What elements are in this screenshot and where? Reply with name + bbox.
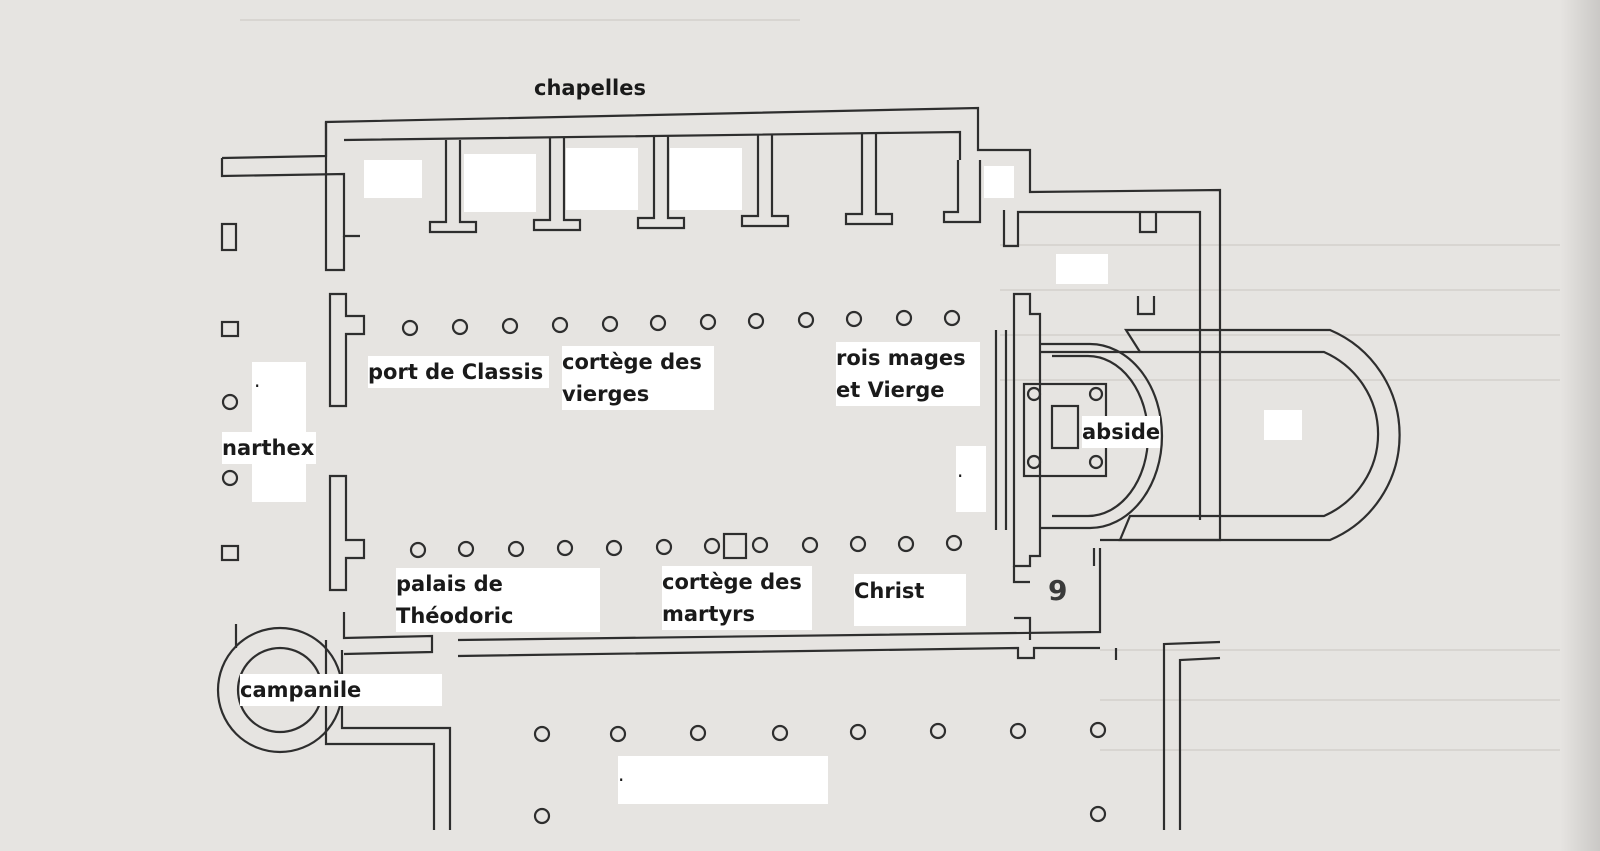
mask-patch — [1264, 410, 1302, 440]
label-campanile: campanile — [240, 674, 442, 706]
mask-patch — [984, 166, 1014, 198]
chapel-dividers — [428, 134, 982, 234]
label-christ: Christ — [854, 574, 966, 626]
label-port-de-classis: port de Classis — [368, 356, 550, 388]
label-cortege-des-martyrs: cortège des martyrs — [662, 566, 812, 630]
plate-number: 9 — [1048, 574, 1068, 607]
mark-dot: . — [957, 458, 964, 482]
outer-apse — [1118, 328, 1401, 542]
mask-patch — [566, 148, 638, 210]
mark-dot: . — [254, 368, 261, 392]
mask-patch — [364, 160, 422, 198]
mask-patch — [956, 446, 986, 512]
label-chapelles: chapelles — [534, 76, 646, 100]
chapel-wall — [343, 130, 962, 160]
label-rois-mages-et-vierge: rois mages et Vierge — [836, 342, 980, 406]
south-colonnade — [409, 532, 963, 560]
label-palais-de-theodoric: palais de Théodoric — [396, 568, 600, 632]
label-abside: abside — [1082, 416, 1161, 448]
page-edge-shadow — [1560, 0, 1600, 851]
label-cortege-des-vierges: cortège des vierges — [562, 346, 714, 410]
label-narthex: narthex — [222, 432, 316, 464]
mask-patch — [618, 756, 828, 804]
mask-patch — [464, 154, 536, 212]
mask-patch — [670, 148, 742, 210]
north-colonnade — [401, 309, 961, 337]
mask-patch — [1056, 254, 1108, 284]
mark-dot: . — [618, 762, 625, 786]
south-wall — [342, 612, 434, 656]
